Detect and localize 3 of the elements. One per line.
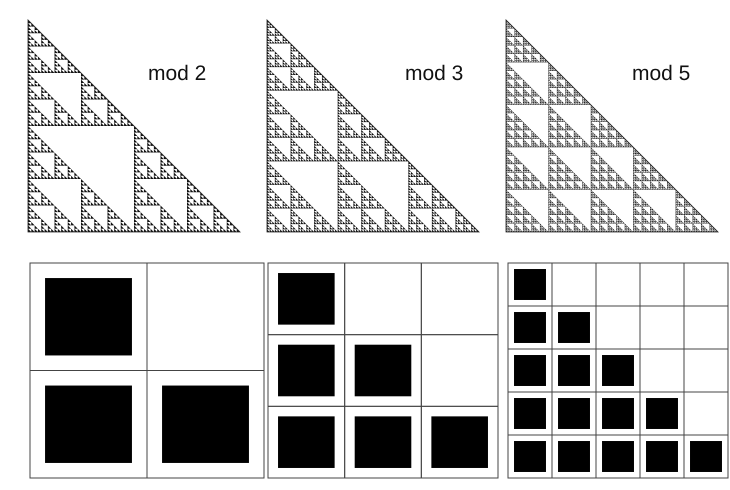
panel-label: mod 5 [632,62,690,86]
panel-label: mod 2 [148,62,206,86]
panel-label: mod 3 [405,62,464,86]
